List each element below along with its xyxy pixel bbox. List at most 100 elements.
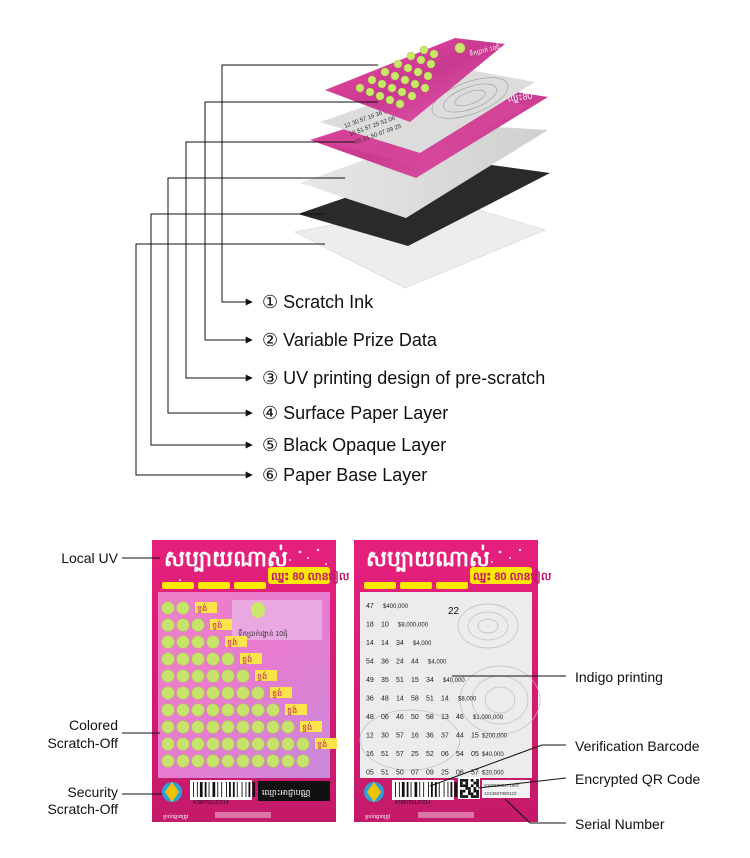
prize-number: 05 <box>366 770 374 777</box>
prize-number: 58 <box>411 696 419 703</box>
prize-number: 16 <box>411 733 419 740</box>
scratch-ink-layer: ទឹកប្រាក់ 10ជុំ <box>325 38 505 122</box>
callout-local-uv: Local UV <box>61 550 118 566</box>
prize-amount: $200,000 <box>482 734 508 740</box>
prize-number: 50 <box>411 714 419 721</box>
prize-number: 06 <box>456 770 464 777</box>
security-scratch-text: ឈ្មោះអាជ្ញាបណ្ណ <box>262 788 310 797</box>
prize-number: 36 <box>366 696 374 703</box>
prize-number: 18 <box>366 622 374 629</box>
prize-number: 51 <box>396 677 404 684</box>
colored-scratch-off-dots <box>161 601 310 768</box>
scratch-dot <box>266 703 280 717</box>
scratch-dot <box>236 720 250 734</box>
layer-stack-diagram: ឈ្នះ80 12 30 57 16 36 37 16 51 57 25 52 … <box>135 38 550 479</box>
prize-number: 52 <box>426 751 434 758</box>
scratch-dot <box>206 720 220 734</box>
leader-line-3 <box>185 141 355 382</box>
prize-number: 14 <box>381 640 389 647</box>
scratch-dot <box>221 737 235 751</box>
scratch-dot <box>266 737 280 751</box>
prize-amount: $20,000 <box>482 771 504 777</box>
scratch-dot <box>206 703 220 717</box>
prize-tag-box <box>255 670 277 681</box>
layer-label-1: ① Scratch Ink <box>262 292 374 312</box>
scratch-dot <box>251 720 265 734</box>
callout-line-serial-a <box>504 798 531 824</box>
ticket-illustration: សប្បាយណាស់ ឈ្នះ 80 លានរៀល ទឹកប្រាក់រង្វា… <box>122 540 567 824</box>
scratch-dot <box>236 686 250 700</box>
serial-bottom: 1234567890123 <box>484 791 517 796</box>
scratch-dot <box>191 754 205 768</box>
barcode-number-right: 4788791137214 <box>395 800 431 806</box>
scratch-dot <box>206 652 220 666</box>
scratch-dot <box>176 652 190 666</box>
scratch-dot <box>281 754 295 768</box>
prize-number: 57 <box>396 733 404 740</box>
scratch-dot <box>206 669 220 683</box>
prize-number: 09 <box>426 770 434 777</box>
prize-number: 36 <box>426 733 434 740</box>
svg-text:ម្ចាស់ឆ្នោតត្រូវ: ម្ចាស់ឆ្នោតត្រូវ <box>365 813 391 820</box>
layer-label-2: ② Variable Prize Data <box>262 330 437 350</box>
scratch-dot <box>251 737 265 751</box>
scratch-dot <box>296 737 310 751</box>
prize-number: 54 <box>366 659 374 666</box>
scratch-dot <box>281 720 295 734</box>
prize-number: 24 <box>396 659 404 666</box>
scratch-dot <box>176 686 190 700</box>
prize-number: 46 <box>396 714 404 721</box>
prize-tag-label: ខ្ទង់ <box>317 739 327 749</box>
callout-indigo: Indigo printing <box>575 669 663 685</box>
prize-amount: $8,000,000 <box>398 623 429 629</box>
scratch-dot <box>191 618 205 632</box>
scratch-dot <box>191 703 205 717</box>
scratch-dot <box>221 720 235 734</box>
scratch-dot <box>191 652 205 666</box>
prize-number: 46 <box>456 714 464 721</box>
ticket-front-title: សប្បាយណាស់ <box>164 544 288 572</box>
leader-line-6 <box>135 243 325 479</box>
prize-number: 05 <box>471 751 479 758</box>
scratch-dot <box>191 669 205 683</box>
scratch-dot <box>251 703 265 717</box>
scratch-dot <box>221 652 235 666</box>
callout-security-line1: Security <box>67 784 118 800</box>
scratch-dot <box>296 754 310 768</box>
scratch-dot <box>221 754 235 768</box>
prize-number: 16 <box>366 751 374 758</box>
scratch-dot <box>161 635 175 649</box>
scratch-dot <box>176 635 190 649</box>
scratch-dot <box>281 737 295 751</box>
scratch-dot <box>191 720 205 734</box>
prize-tag-box <box>240 653 262 664</box>
leader-line-4 <box>167 177 345 417</box>
prize-tag-label: ខ្ទង់ <box>287 705 297 715</box>
prize-number: 51 <box>381 751 389 758</box>
scratch-dot <box>206 754 220 768</box>
prize-tag-box <box>195 602 217 613</box>
prize-number: 12 <box>366 733 374 740</box>
ticket-back: សប្បាយណាស់ ឈ្នះ 80 លានរៀល 22 47$400,0001… <box>354 540 552 822</box>
prize-number: 51 <box>426 696 434 703</box>
prize-tag-label: ខ្ទង់ <box>197 603 207 613</box>
qr-code <box>460 779 479 798</box>
prize-number: 54 <box>456 751 464 758</box>
prize-amount: $4,000 <box>428 660 447 666</box>
scratch-dot <box>266 754 280 768</box>
layer-label-5: ⑤ Black Opaque Layer <box>262 435 447 455</box>
prize-number: 36 <box>381 659 389 666</box>
prize-tag-box <box>225 636 247 647</box>
prize-number: 57 <box>396 751 404 758</box>
callout-line-qr <box>477 777 567 789</box>
leader-line-5 <box>150 213 325 449</box>
scratch-dot <box>221 686 235 700</box>
prize-amount: $4,000 <box>413 641 432 647</box>
scratch-dot <box>221 669 235 683</box>
prize-number: 50 <box>396 770 404 777</box>
prize-number: 30 <box>381 733 389 740</box>
prize-amount: $40,000 <box>443 678 465 684</box>
scratch-dot <box>236 737 250 751</box>
prize-number: 14 <box>366 640 374 647</box>
